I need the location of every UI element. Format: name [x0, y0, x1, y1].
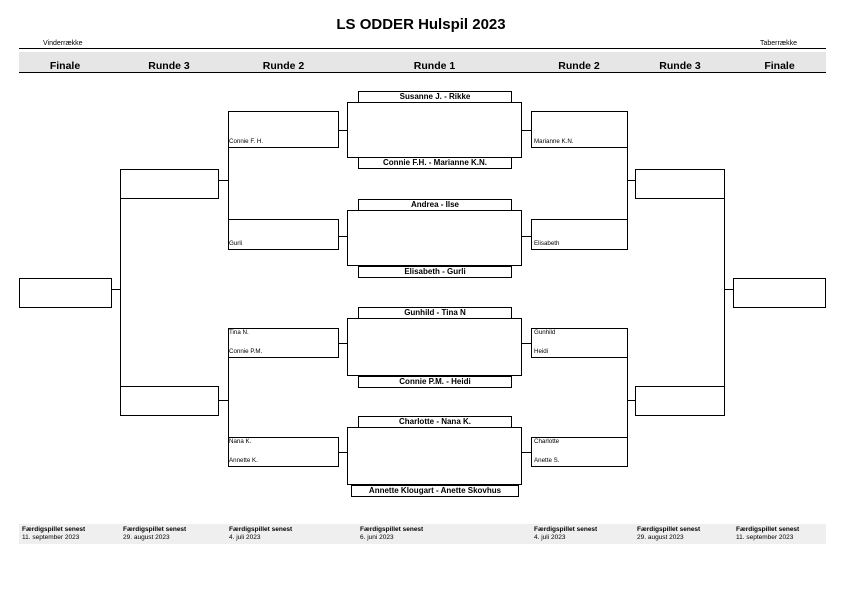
- right-r2-slot-3a: Gunhild: [534, 329, 556, 336]
- bracket-line: [724, 199, 725, 387]
- round1-match-4-bottom: Annette Klougart - Anette Skovhus: [351, 485, 519, 497]
- right-side-label: Taberrække: [760, 40, 797, 47]
- bracket-line: [228, 219, 339, 220]
- bracket-line: [338, 219, 339, 249]
- bracket-line: [531, 147, 627, 148]
- right-r2-slot-4b: Anette S.: [534, 457, 560, 464]
- bracket-line: [228, 328, 339, 329]
- bracket-line: [627, 180, 635, 181]
- bracket-line: [338, 328, 339, 357]
- bracket-line: [228, 111, 339, 112]
- round1-match-3-bottom: Connie P.M. - Heidi: [358, 376, 512, 388]
- left-r2-slot-3b: Connie P.M.: [229, 348, 263, 355]
- round-header-bar: [19, 52, 826, 72]
- bracket-line: [522, 452, 531, 453]
- right-r2-slot-2: Elisabeth: [534, 240, 560, 247]
- bracket-line: [627, 328, 628, 467]
- right-finale-box: [733, 278, 826, 308]
- right-r2-slot-4a: Charlotte: [534, 438, 560, 445]
- round-header-runde3-left: Runde 3: [148, 60, 190, 72]
- bracket-line: [228, 147, 339, 148]
- bracket-line: [219, 400, 229, 401]
- bracket-line: [111, 289, 121, 290]
- bracket-line: [531, 219, 627, 220]
- round-header-finale-left: Finale: [49, 60, 81, 72]
- round-header-runde2-right: Runde 2: [558, 60, 600, 72]
- bracket-line: [531, 111, 627, 112]
- round1-match-1-box: [347, 102, 522, 158]
- header-bottom-rule: [19, 72, 826, 73]
- round-header-finale-right: Finale: [764, 60, 795, 72]
- round1-match-2-top: Andrea - Ilse: [358, 199, 512, 211]
- round1-match-2-box: [347, 210, 522, 266]
- bracket-line: [531, 328, 532, 357]
- left-finale-box: [19, 278, 112, 308]
- deadline-bar: [19, 524, 826, 544]
- bracket-line: [531, 328, 627, 329]
- bracket-line: [228, 328, 229, 467]
- bracket-line: [228, 437, 339, 438]
- round1-match-4-box: [347, 427, 522, 485]
- bracket-line: [120, 199, 121, 387]
- right-r2-slot-3b: Heidi: [534, 348, 549, 355]
- bracket-line: [531, 357, 627, 358]
- bracket-line: [531, 219, 532, 249]
- bracket-line: [531, 437, 627, 438]
- bracket-line: [531, 111, 532, 147]
- bracket-line: [219, 180, 229, 181]
- bracket-line: [338, 343, 347, 344]
- left-r2-slot-2: Gurli: [229, 240, 243, 247]
- page-title: LS ODDER Hulspil 2023: [336, 16, 506, 33]
- left-r2-slot-4a: Nana K.: [229, 438, 252, 445]
- round1-match-2-bottom: Elisabeth - Gurli: [358, 266, 512, 278]
- bracket-line: [522, 236, 531, 237]
- left-r2-slot-1: Connie F. H.: [229, 138, 264, 145]
- round1-match-4-top: Charlotte - Nana K.: [358, 416, 512, 428]
- bracket-line: [522, 343, 531, 344]
- bracket-line: [228, 357, 339, 358]
- right-r2-slot-1: Marianne K.N.: [534, 138, 574, 145]
- bracket-line: [228, 466, 339, 467]
- bracket-line: [338, 236, 347, 237]
- bracket-line: [531, 466, 627, 467]
- bracket-line: [338, 130, 347, 131]
- bracket-line: [228, 249, 339, 250]
- bracket-line: [338, 437, 339, 466]
- header-top-rule: [19, 48, 826, 49]
- bracket-line: [724, 289, 733, 290]
- left-r2-slot-3a: Tina N.: [229, 329, 249, 336]
- round-header-runde1: Runde 1: [413, 60, 456, 72]
- round1-match-1-top: Susanne J. - Rikke: [358, 91, 512, 103]
- round-header-runde2-left: Runde 2: [262, 60, 305, 72]
- bracket-line: [522, 130, 531, 131]
- left-side-label: Vinderrække: [43, 40, 83, 47]
- round-header-runde3-right: Runde 3: [659, 60, 701, 72]
- bracket-line: [338, 452, 347, 453]
- right-r3-box-2: [635, 386, 725, 416]
- round1-match-3-box: [347, 318, 522, 376]
- round1-match-1-bottom: Connie F.H. - Marianne K.N.: [358, 157, 512, 169]
- right-r3-box-1: [635, 169, 725, 199]
- bracket-line: [531, 437, 532, 466]
- left-r3-box-2: [120, 386, 219, 416]
- bracket-line: [627, 400, 635, 401]
- bracket-line: [338, 111, 339, 147]
- round1-match-3-top: Gunhild - Tina N: [358, 307, 512, 319]
- bracket-line: [531, 249, 627, 250]
- left-r3-box-1: [120, 169, 219, 199]
- left-r2-slot-4b: Annette K.: [229, 457, 258, 464]
